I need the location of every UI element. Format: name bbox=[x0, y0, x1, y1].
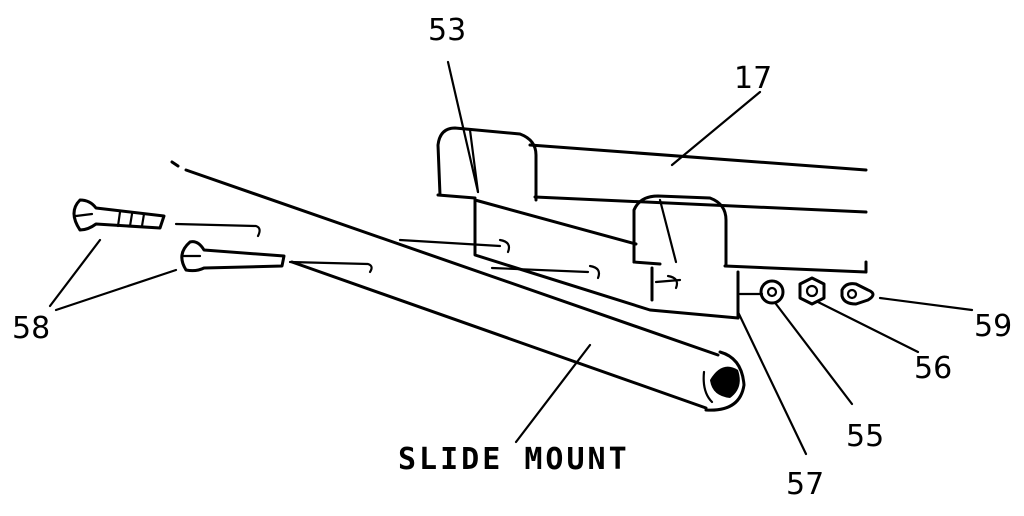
rail-17 bbox=[528, 143, 868, 274]
label-59: 59 bbox=[974, 309, 1013, 344]
mounting-plate bbox=[473, 198, 740, 320]
nut-56 bbox=[798, 276, 826, 306]
bracket-53 bbox=[436, 126, 538, 202]
label-56: 56 bbox=[914, 351, 953, 386]
screw-58-upper bbox=[72, 198, 166, 232]
leader-lines bbox=[48, 60, 974, 456]
label-53: 53 bbox=[428, 13, 467, 48]
slide-tube bbox=[170, 160, 746, 412]
screw-58-lower bbox=[180, 240, 286, 273]
label-55: 55 bbox=[846, 419, 885, 454]
alignment-lines bbox=[174, 222, 764, 296]
label-58: 58 bbox=[12, 311, 51, 346]
cap-nut-59 bbox=[840, 282, 875, 306]
caption-slide-mount: SLIDE MOUNT bbox=[398, 442, 630, 477]
label-57: 57 bbox=[786, 467, 825, 502]
washer-55 bbox=[759, 279, 785, 305]
label-17: 17 bbox=[734, 61, 773, 96]
bracket-front bbox=[632, 194, 728, 268]
